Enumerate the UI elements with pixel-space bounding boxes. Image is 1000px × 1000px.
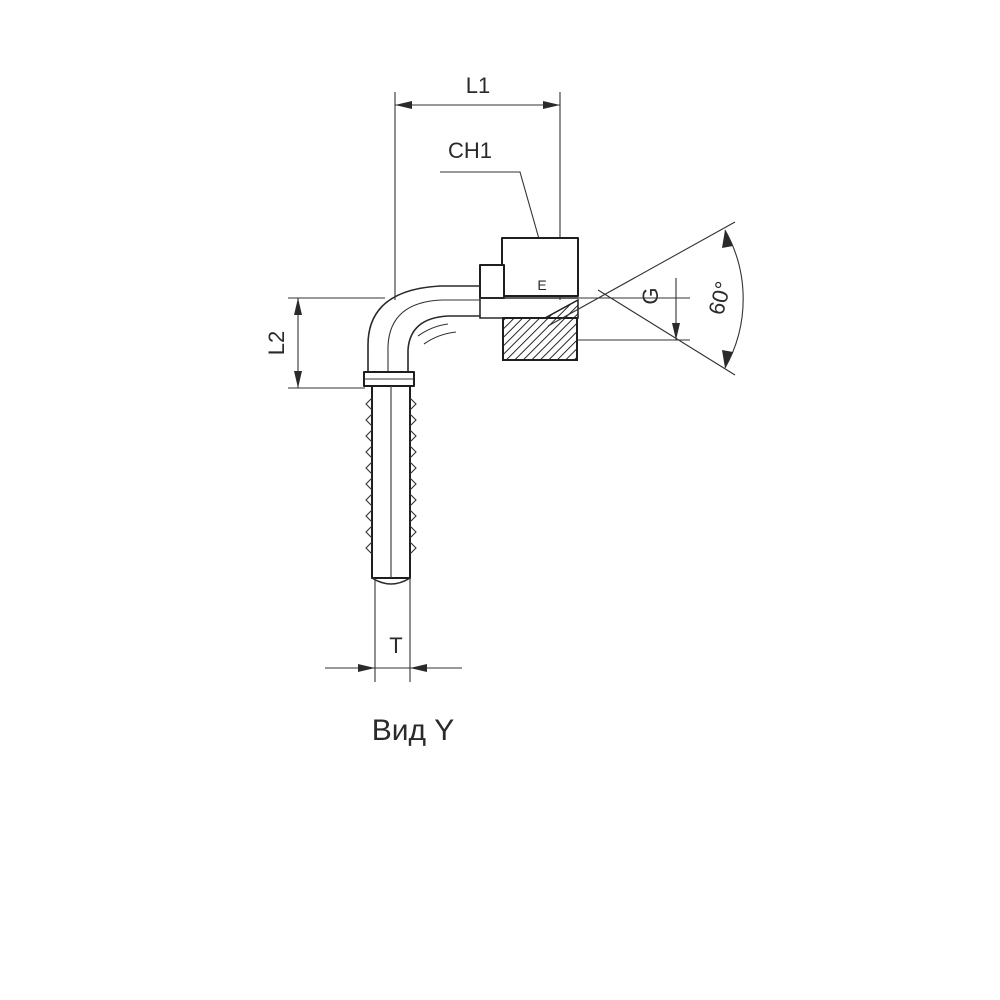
dimension-g: G [578,278,690,341]
nut-section-hatch [502,317,578,361]
tube-outer-curve [367,285,481,373]
hose-insert [365,385,417,585]
label-g: G [638,287,663,304]
label-ch1: CH1 [448,138,492,163]
label-e: E [537,277,546,293]
dimension-l2: L2 [264,297,385,389]
nut-cone-hatch [544,298,579,319]
label-l1: L1 [466,73,490,98]
label-angle: 60° [703,279,736,318]
leader-ch1: CH1 [440,138,546,261]
label-t: T [389,633,402,658]
dimension-t: T [325,578,462,682]
nut-upper [501,237,579,297]
dimension-l1: L1 [394,73,561,300]
nut-collar [479,264,505,299]
label-l2: L2 [264,331,289,355]
view-caption: Вид Y [372,714,455,747]
fitting-body: E [363,237,579,585]
tube-inner-curve [407,315,481,373]
